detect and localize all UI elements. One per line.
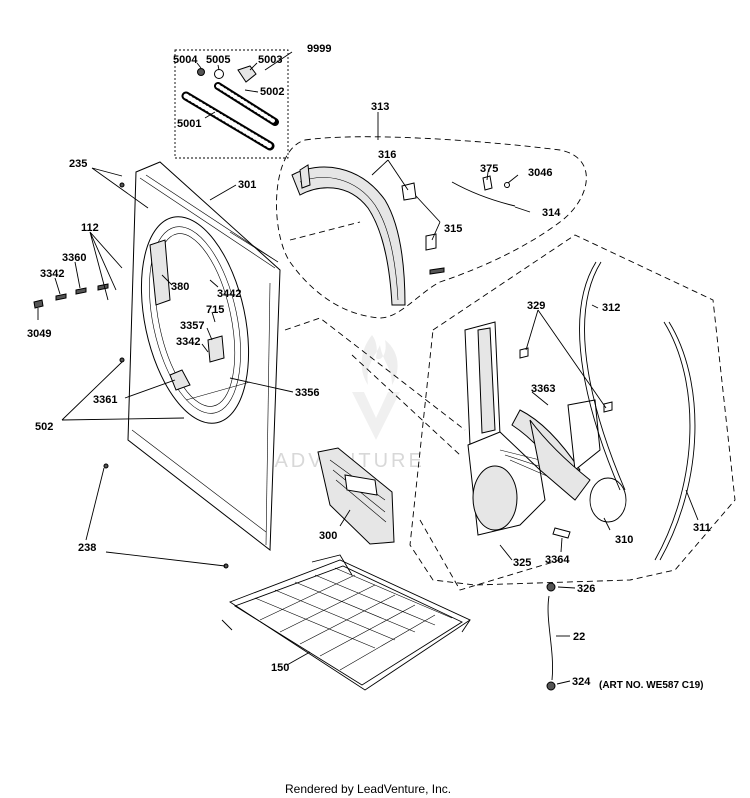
label-3049: 3049 <box>27 328 51 340</box>
label-3363: 3363 <box>531 383 555 395</box>
label-3342-left: 3342 <box>40 268 64 280</box>
label-316: 316 <box>378 149 396 161</box>
hose-kit <box>174 49 289 159</box>
label-311: 311 <box>693 522 711 534</box>
label-5004: 5004 <box>173 54 198 66</box>
label-3360: 3360 <box>62 252 86 264</box>
label-5005: 5005 <box>206 54 230 66</box>
label-238: 238 <box>78 542 96 554</box>
label-502: 502 <box>35 421 53 433</box>
label-9999: 9999 <box>307 43 331 55</box>
label-314: 314 <box>542 207 561 219</box>
drying-rack <box>221 554 471 691</box>
label-3357: 3357 <box>180 320 204 332</box>
y-connector-5003 <box>237 65 257 83</box>
label-300: 300 <box>319 530 337 542</box>
label-5002: 5002 <box>260 86 284 98</box>
label-3364: 3364 <box>545 554 570 566</box>
label-112: 112 <box>81 222 99 234</box>
duct-assembly <box>409 234 736 586</box>
label-329: 329 <box>527 300 545 312</box>
label-3356: 3356 <box>295 387 319 399</box>
label-310: 310 <box>615 534 633 546</box>
label-150: 150 <box>271 662 289 674</box>
label-315: 315 <box>444 223 462 235</box>
watermark-logo <box>352 335 400 440</box>
label-324: 324 <box>572 676 591 688</box>
hose-kit-box <box>174 49 289 159</box>
left-screws <box>33 182 229 569</box>
front-panel <box>127 161 281 551</box>
washer-5004 <box>197 68 205 76</box>
label-3342-center: 3342 <box>176 336 200 348</box>
label-380: 380 <box>171 281 189 293</box>
label-5001: 5001 <box>177 118 201 130</box>
label-375: 375 <box>480 163 498 175</box>
label-3046: 3046 <box>528 167 552 179</box>
footer-credit: Rendered by LeadVenture, Inc. <box>285 782 451 796</box>
label-5003: 5003 <box>258 54 282 66</box>
washer-5005 <box>214 69 224 79</box>
label-325: 325 <box>513 557 531 569</box>
label-715: 715 <box>206 304 224 316</box>
art-number: (ART NO. WE587 C19) <box>599 680 703 691</box>
bearing-assembly <box>276 136 587 319</box>
label-22: 22 <box>573 631 585 643</box>
leader-lines <box>37 51 699 685</box>
label-301: 301 <box>238 179 256 191</box>
part-labels: 9999 5004 5005 5003 5002 5001 313 316 37… <box>27 43 711 691</box>
label-312: 312 <box>602 302 620 314</box>
assembly-dash-lines <box>284 221 561 591</box>
label-313: 313 <box>371 101 389 113</box>
label-3361: 3361 <box>93 394 117 406</box>
label-326: 326 <box>577 583 595 595</box>
thermistor <box>546 582 556 691</box>
label-235: 235 <box>69 158 87 170</box>
lint-filter <box>317 447 395 545</box>
label-3442: 3442 <box>217 288 241 300</box>
